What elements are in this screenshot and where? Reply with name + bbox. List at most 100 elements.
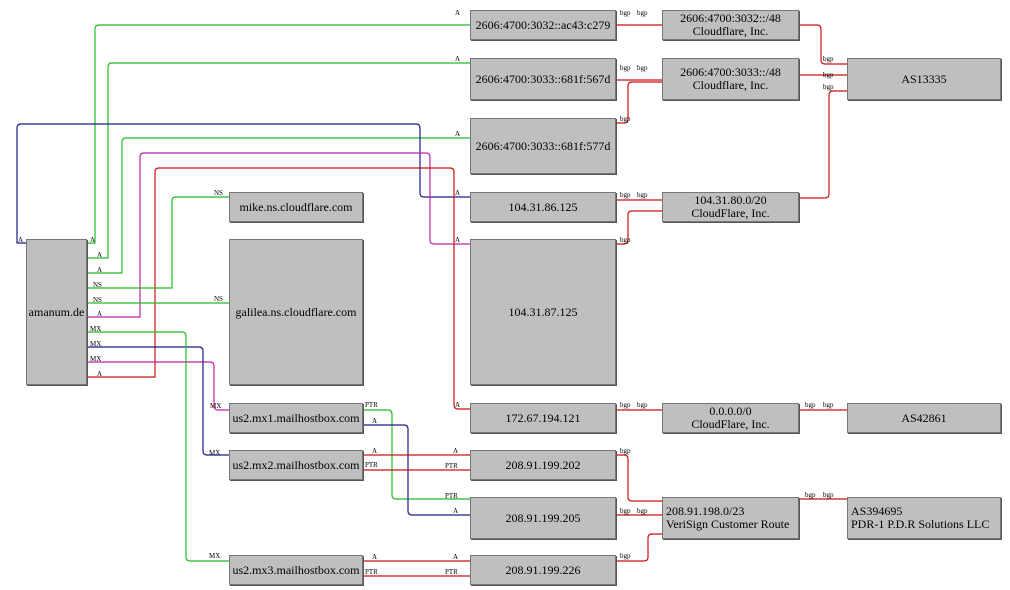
edge-label-bgp: bgp [823,491,834,499]
edge-label-a: A [97,310,102,318]
node-ip-104-31-86-125[interactable]: 104.31.86.125 [470,192,616,222]
node-ip-104-31-87-125[interactable]: 104.31.87.125 [470,239,616,385]
org-line: CloudFlare, Inc. [691,206,770,220]
node-label: us2.mx2.mailhostbox.com [232,457,360,472]
edge-label-a: A [453,447,458,455]
prefix-line: 0.0.0.0/0 [709,404,752,418]
node-as13335[interactable]: AS13335 [847,58,1001,100]
edge-label-a: A [90,236,95,244]
node-ip-172-67-194-121[interactable]: 172.67.194.121 [470,403,616,433]
org-line: Cloudflare, Inc. [692,24,769,38]
node-mx3[interactable]: us2.mx3.mailhostbox.com [229,555,363,585]
org-line: CloudFlare, Inc. [691,417,770,431]
node-label: 104.31.87.125 [508,304,578,319]
node-label: 208.91.199.226 [505,562,581,577]
node-label: us2.mx3.mailhostbox.com [232,562,360,577]
org-line: PDR-1 P.D.R Solutions LLC [851,517,990,531]
node-label: 208.91.199.205 [505,510,581,525]
edge-label-bgp: bgp [637,64,648,72]
edge-label-bgp: bgp [620,9,631,17]
edge-label-bgp: bgp [823,401,834,409]
node-v6-681f-577d[interactable]: 2606:4700:3033::681f:577d [470,118,616,174]
node-label: us2.mx1.mailhostbox.com [232,410,360,425]
edge-label-mx: MX [209,449,220,457]
edge-label-ns: NS [93,281,102,289]
edge-label-bgp: bgp [620,507,631,515]
edge-bgp [616,454,662,502]
node-mx1[interactable]: us2.mx1.mailhostbox.com [229,403,363,433]
edge-mx [87,331,229,562]
node-mx2[interactable]: us2.mx2.mailhostbox.com [229,450,363,480]
edge-label-ns: NS [214,189,223,197]
edge-label-bgp: bgp [620,236,631,244]
edge-label-a: A [372,447,377,455]
edge-label-bgp: bgp [637,401,648,409]
prefix-line: 2606:4700:3033::/48 [680,65,781,79]
node-ns-mike[interactable]: mike.ns.cloudflare.com [229,192,363,222]
edge-label-bgp: bgp [805,491,816,499]
edge-label-mx: MX [90,340,101,348]
edge-label-a: A [18,236,23,244]
node-ip-208-91-199-226[interactable]: 208.91.199.226 [470,555,616,585]
edge-bgp [616,533,662,562]
node-as42861[interactable]: AS42861 [847,403,1001,433]
edge-label-bgp: bgp [805,401,816,409]
edge-label-a: A [453,507,458,515]
edge-label-a: A [455,189,460,197]
edge-a [87,137,470,274]
node-ip-208-91-199-205[interactable]: 208.91.199.205 [470,497,616,539]
node-v6-ac43-c279[interactable]: 2606:4700:3032::ac43:c279 [470,10,616,40]
edge-label-bgp: bgp [620,64,631,72]
edge-label-a: A [455,9,460,17]
node-ip-208-91-199-202[interactable]: 208.91.199.202 [470,450,616,480]
prefix-line: 2606:4700:3032::/48 [680,11,781,25]
edge-label-a: A [372,553,377,561]
edge-mx [87,361,229,411]
edge-a [16,123,470,244]
edge-label-a: A [453,553,458,561]
edge-label-ptr: PTR [445,492,458,500]
prefix-line: 208.91.198.0/23 [666,504,745,518]
node-label: 172.67.194.121 [505,410,581,425]
edge-label-ptr: PTR [365,461,378,469]
edge-bgp [616,81,662,124]
edge-label-mx: MX [90,325,101,333]
prefix-line: 104.31.80.0/20 [694,193,767,207]
edge-label-bgp: bgp [637,507,648,515]
org-line: VeriSign Customer Route [666,517,790,531]
node-label: 2606:4700:3032::ac43:c279 [475,17,611,32]
edge-label-ptr: PTR [445,568,458,576]
node-label: 104.31.86.125 [508,199,578,214]
edge-label-bgp: bgp [637,191,648,199]
edge-label-a: A [455,55,460,63]
node-label: AS13335 [901,71,947,86]
node-v6-681f-567d[interactable]: 2606:4700:3033::681f:567d [470,58,616,100]
edge-label-mx: MX [209,552,220,560]
edge-label-ns: NS [93,296,102,304]
node-amanum-de[interactable]: amanum.de [26,239,87,385]
edge-label-a: A [455,401,460,409]
edge-label-a: A [97,251,102,259]
edge-label-mx: MX [90,355,101,363]
as-line: AS394695 [851,504,903,518]
edge-a [87,167,470,410]
edge-label-bgp: bgp [823,55,834,63]
node-ns-galilea[interactable]: galilea.ns.cloudflare.com [229,239,363,385]
edge-label-a: A [97,370,102,378]
edge-label-ptr: PTR [445,462,458,470]
edge-bgp [616,210,662,245]
edge-label-bgp: bgp [637,9,648,17]
edge-a [87,152,470,318]
